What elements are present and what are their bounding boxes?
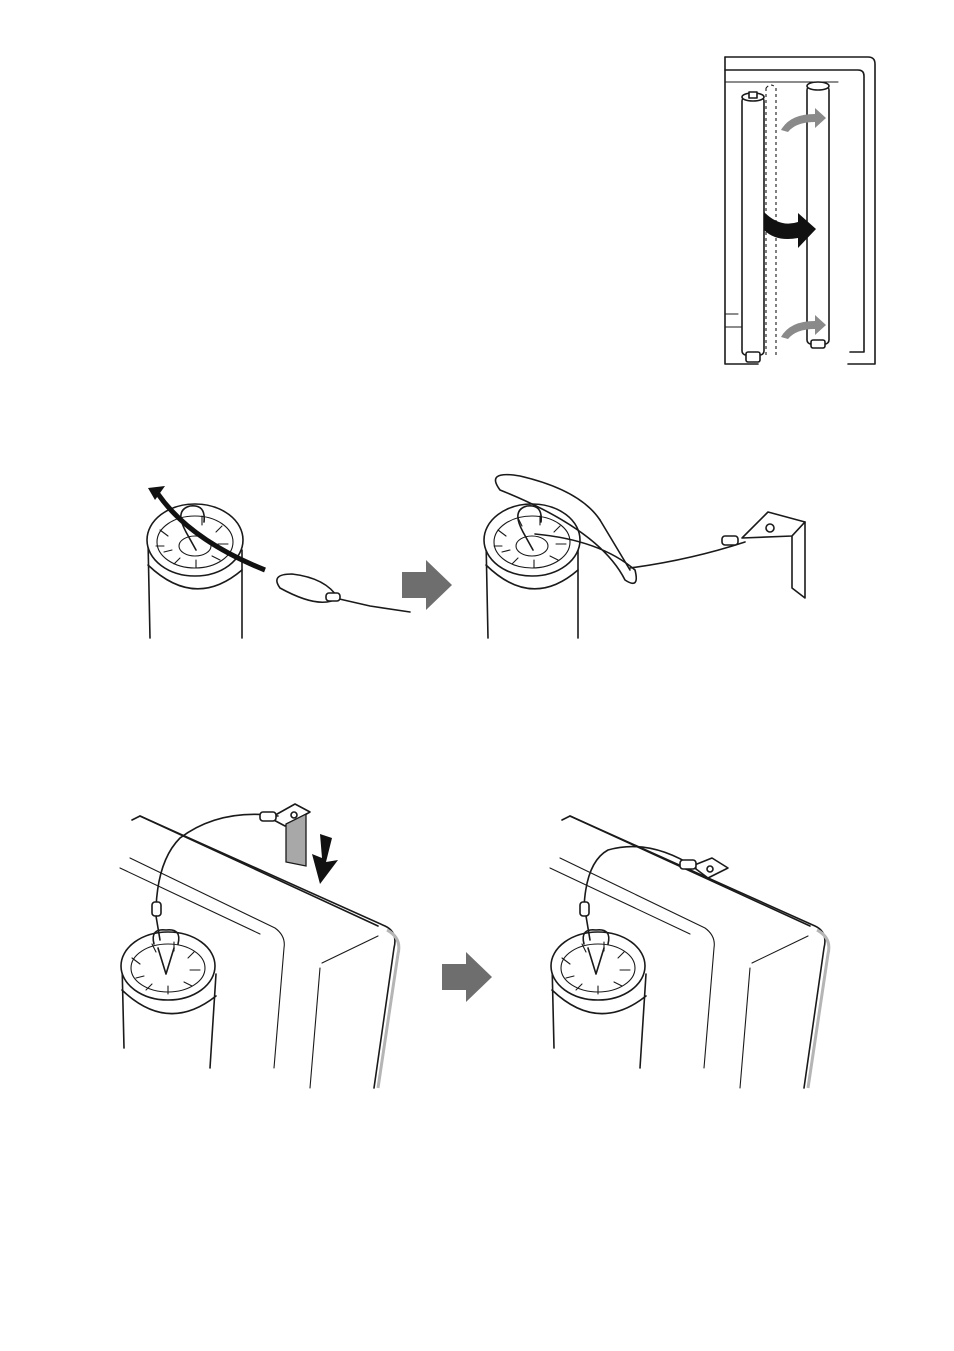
wire-loop-icon bbox=[277, 574, 410, 612]
cylinder-cap-icon bbox=[147, 504, 243, 638]
cylinder-cap-icon bbox=[551, 916, 646, 1068]
down-arrow-icon bbox=[312, 834, 338, 884]
bracket-icon bbox=[742, 512, 805, 598]
step-arrow-icon bbox=[442, 952, 492, 1002]
wire-hook-attach-figure bbox=[130, 470, 840, 650]
rolled-sheet-frame-figure bbox=[718, 52, 883, 372]
wire-loop-icon bbox=[580, 847, 696, 916]
hang-on-frame-figure bbox=[110, 798, 840, 1098]
cylinder-cap-icon bbox=[484, 504, 580, 638]
cylinder-cap-icon bbox=[121, 916, 216, 1068]
wire-loop-icon bbox=[152, 812, 278, 916]
roller-icon bbox=[742, 92, 764, 362]
step-arrow-icon bbox=[402, 560, 452, 610]
